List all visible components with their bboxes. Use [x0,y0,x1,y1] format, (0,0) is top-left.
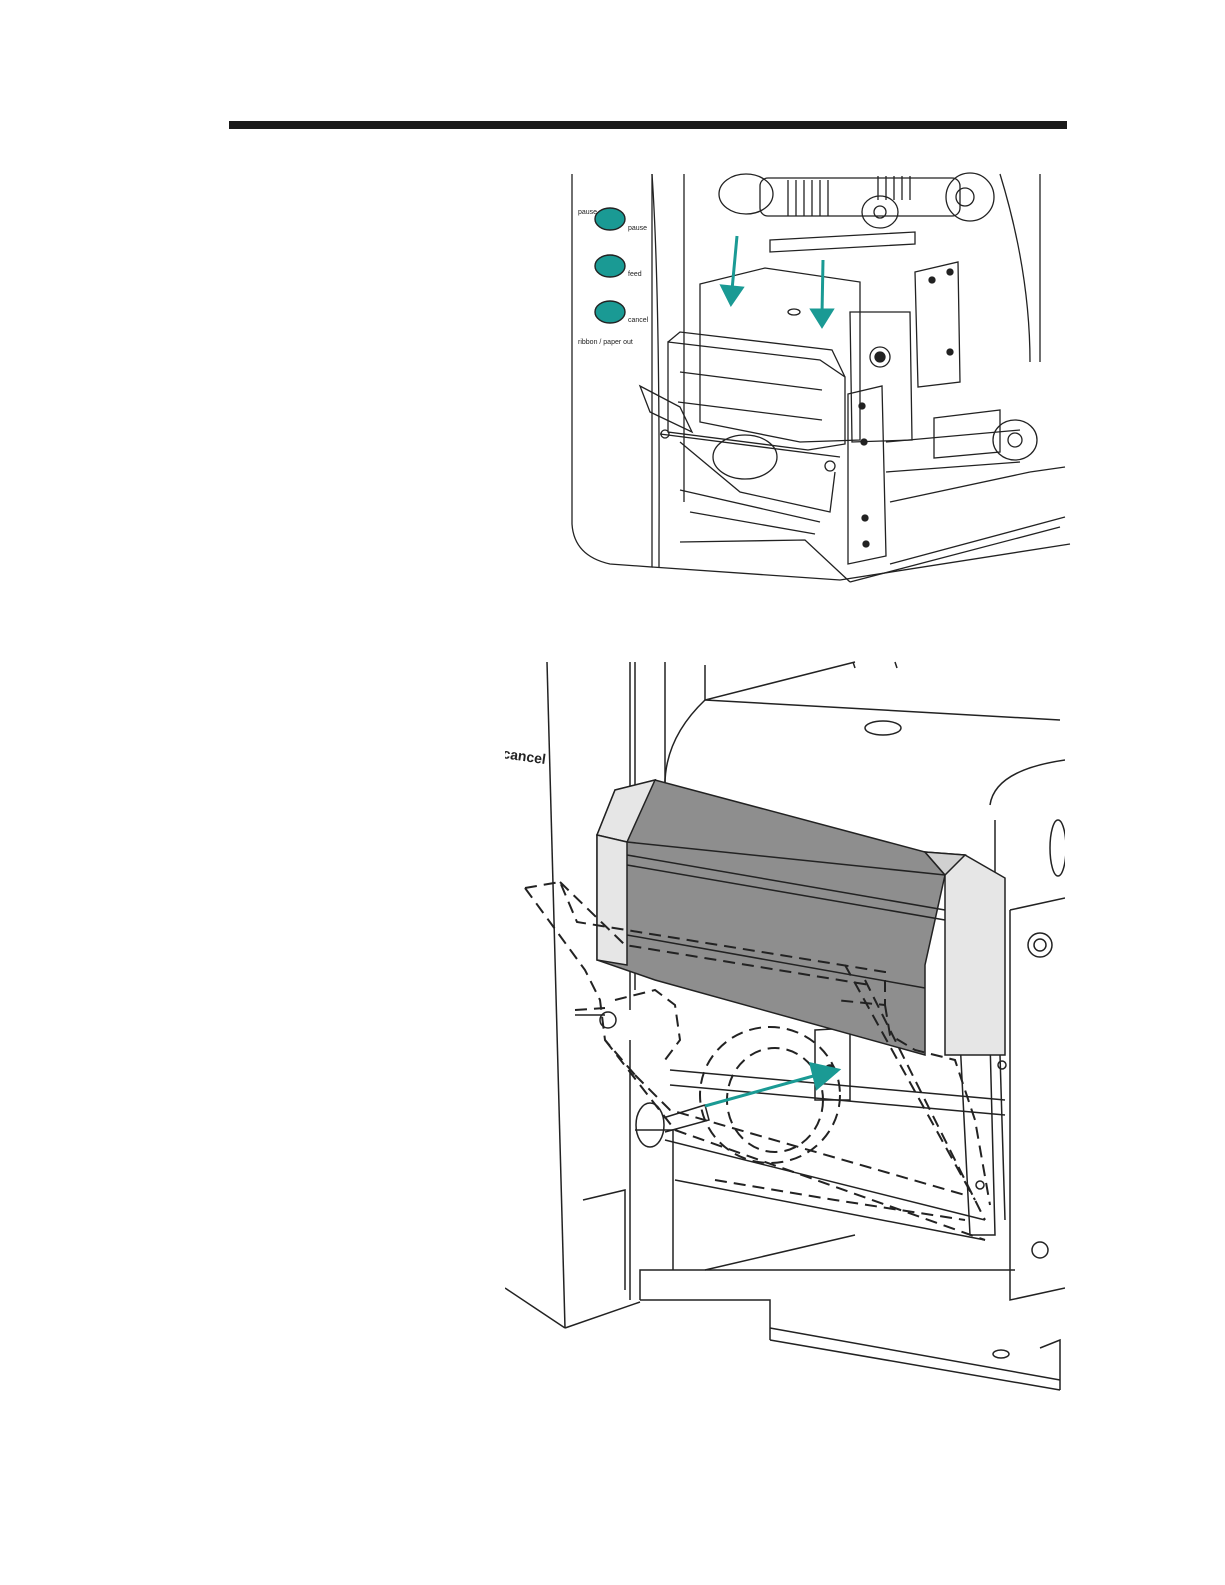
cutter-install-svg: pause pause feed cancel ribbon / paper o… [560,172,1080,592]
cancel-panel-label: cancel [505,745,547,767]
pause-label: pause [628,225,647,232]
header-rule [229,121,1067,129]
feed-label: feed [628,271,642,278]
cutter-detail-svg: cancel [505,660,1065,1405]
ribbon-paper-out-label: ribbon / paper out [578,339,633,346]
cutter-unit [597,780,1005,1055]
cutter-detail-illustration: cancel [505,660,1065,1405]
pause-label-left: pause [578,209,597,216]
cancel-label: cancel [628,317,649,324]
cutter-install-illustration: pause pause feed cancel ribbon / paper o… [560,172,1080,592]
